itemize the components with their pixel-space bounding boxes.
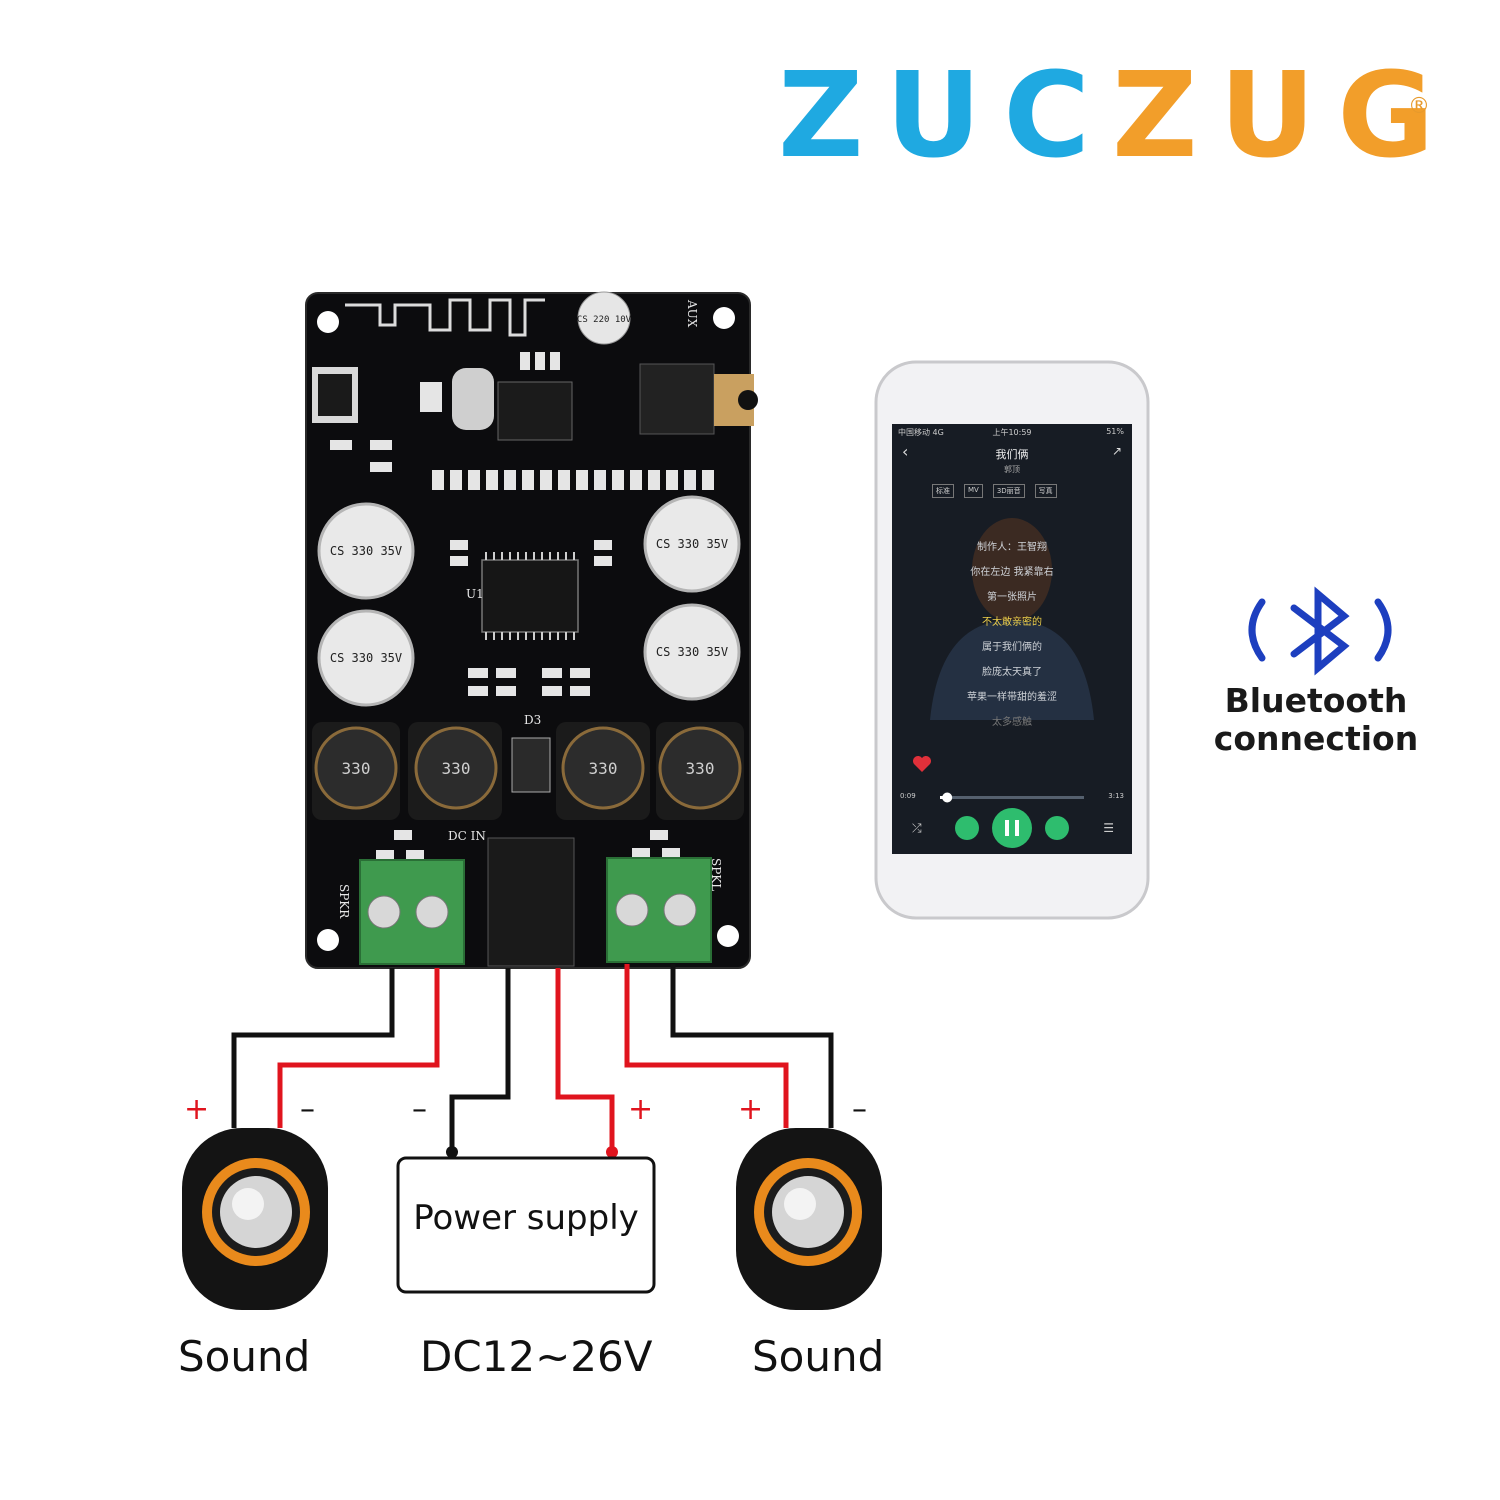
mode-chips: 标准 MV 3D丽音 写真 bbox=[932, 484, 1057, 498]
inductor-marking-2: 330 bbox=[442, 759, 471, 778]
cap-small-marking: CS 220 10V bbox=[577, 315, 632, 325]
phone-screen: 中国移动 4G 上午10:59 51% ‹ ↗ 我们俩 郭顶 标准 MV 3D丽… bbox=[892, 424, 1132, 854]
brand-part-2: ZUG bbox=[1111, 46, 1457, 184]
registered-mark: ® bbox=[1408, 94, 1430, 119]
back-icon[interactable]: ‹ bbox=[902, 442, 909, 461]
chip-standard[interactable]: 标准 bbox=[932, 484, 954, 498]
lyric-line: 制作人：王智翔 bbox=[977, 542, 1047, 553]
inductor-marking-3: 330 bbox=[589, 759, 618, 778]
lyric-line: 太多感触 bbox=[992, 717, 1032, 728]
sound-right-caption: Sound bbox=[752, 1332, 885, 1381]
chip-marking: U1 bbox=[466, 587, 484, 601]
status-time: 上午10:59 bbox=[992, 428, 1032, 437]
brand-part-1: ZUC bbox=[778, 46, 1112, 184]
shuffle-icon[interactable]: ⤮ bbox=[912, 821, 922, 835]
bluetooth-icon bbox=[1248, 586, 1392, 676]
chip-photo[interactable]: 写真 bbox=[1034, 484, 1057, 498]
bluetooth-label: Bluetooth connection bbox=[1206, 682, 1426, 758]
chip-3d[interactable]: 3D丽音 bbox=[992, 484, 1025, 498]
lyric-line: 苹果一样带甜的羞涩 bbox=[967, 692, 1057, 703]
left-speaker-minus: – bbox=[300, 1092, 315, 1127]
spk-right-marking: SPKR bbox=[337, 884, 351, 919]
status-battery: 51% bbox=[1106, 427, 1124, 436]
spk-left-marking: SPKL bbox=[709, 858, 723, 891]
power-supply-label: Power supply bbox=[413, 1198, 639, 1238]
psu-minus: – bbox=[412, 1092, 427, 1127]
speaker-right bbox=[736, 1128, 882, 1310]
bluetooth-label-line2: connection bbox=[1213, 719, 1419, 758]
bluetooth-label-line1: Bluetooth bbox=[1224, 681, 1408, 720]
lyric-line: 第一张照片 bbox=[987, 592, 1037, 603]
lyric-line: 脸庞太天真了 bbox=[982, 667, 1042, 678]
psu-plus: + bbox=[628, 1092, 654, 1127]
time-elapsed: 0:09 bbox=[900, 792, 916, 800]
lyric-line-active: 不太敢亲密的 bbox=[982, 617, 1042, 628]
dc-in-marking: DC IN bbox=[448, 829, 486, 843]
sound-left-caption: Sound bbox=[178, 1332, 311, 1381]
wire-psu-black bbox=[449, 968, 511, 1152]
time-total: 3:13 bbox=[1108, 792, 1124, 800]
lyric-line: 属于我们俩的 bbox=[982, 642, 1042, 653]
diode-marking: D3 bbox=[524, 713, 541, 727]
cap-marking-2: CS 330 35V bbox=[330, 651, 402, 665]
brand-logo: ZUCZUG ® bbox=[778, 56, 1456, 174]
chip-mv[interactable]: MV bbox=[964, 484, 983, 498]
inductor-marking-4: 330 bbox=[686, 759, 715, 778]
playlist-icon[interactable]: ☰ bbox=[1103, 821, 1114, 835]
cap-marking-4: CS 330 35V bbox=[656, 645, 728, 659]
right-speaker-minus: – bbox=[852, 1092, 867, 1127]
artist-name[interactable]: 郭顶 bbox=[1004, 465, 1020, 474]
status-carrier: 中国移动 4G bbox=[898, 428, 944, 437]
right-speaker-plus: + bbox=[738, 1092, 764, 1127]
lyric-line: 你在左边 我紧靠右 bbox=[970, 567, 1054, 578]
wire-psu-red bbox=[555, 968, 615, 1152]
cap-marking-1: CS 330 35V bbox=[330, 544, 402, 558]
speaker-left bbox=[182, 1128, 328, 1310]
amplifier-board bbox=[305, 291, 758, 969]
voltage-caption: DC12~26V bbox=[420, 1332, 653, 1381]
cap-marking-3: CS 330 35V bbox=[656, 537, 728, 551]
inductor-marking-1: 330 bbox=[342, 759, 371, 778]
song-title: 我们俩 bbox=[995, 448, 1029, 461]
left-speaker-plus: + bbox=[184, 1092, 210, 1127]
aux-marking: AUX bbox=[685, 299, 699, 328]
share-icon[interactable]: ↗ bbox=[1111, 444, 1122, 458]
